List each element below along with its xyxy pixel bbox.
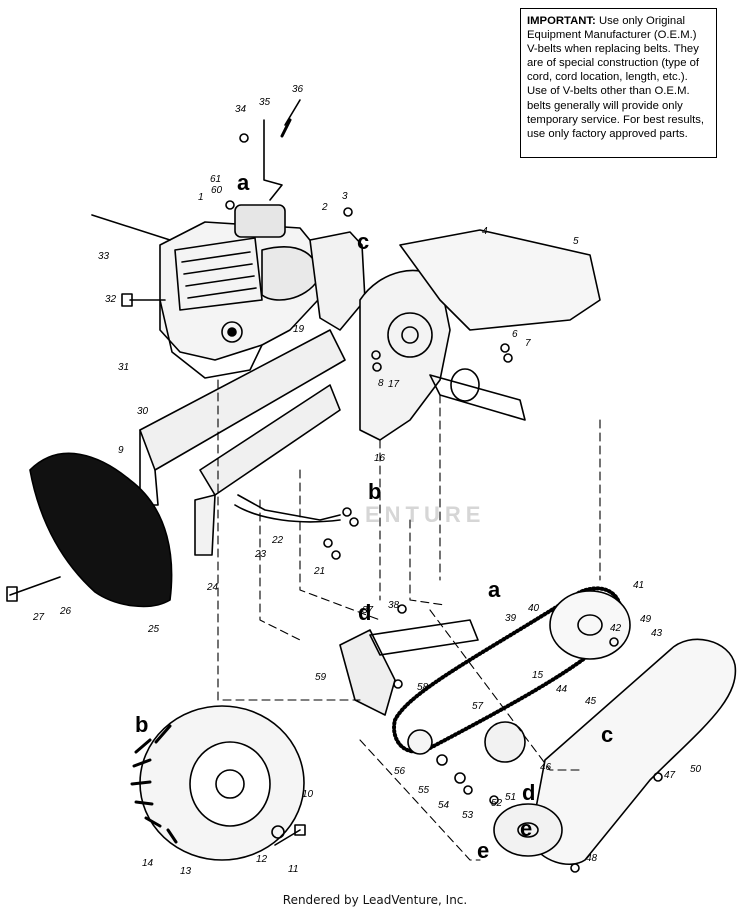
callout: 8 <box>378 378 384 389</box>
ref-letter-d: d <box>522 780 535 805</box>
ref-letter-c: c <box>601 722 613 747</box>
tine-shield <box>29 452 173 608</box>
callout: 23 <box>254 549 267 560</box>
ref-letter-b: b <box>135 712 148 737</box>
transmission-housing <box>359 229 601 441</box>
callout: 24 <box>206 582 219 593</box>
callout: 32 <box>105 294 117 305</box>
callout: 60 <box>211 185 223 196</box>
callout: 16 <box>374 453 386 464</box>
callout: 45 <box>585 696 597 707</box>
callout: 53 <box>462 810 474 821</box>
callout: 42 <box>610 623 622 634</box>
engine <box>159 204 319 379</box>
idler-bracket <box>339 629 396 716</box>
frame-assembly <box>139 329 346 556</box>
callout: 57 <box>472 701 484 712</box>
reference-letters: a a b b c c d d e e <box>135 170 613 863</box>
callout: 35 <box>259 97 271 108</box>
ref-letter-b: b <box>368 479 381 504</box>
render-credit: Rendered by LeadVenture, Inc. <box>282 893 468 907</box>
ref-letter-a: a <box>488 577 501 602</box>
callout: 41 <box>633 580 644 591</box>
callout: 12 <box>256 854 268 865</box>
watermark: ENTURE <box>365 502 486 527</box>
callout: 6 <box>512 329 518 340</box>
callout: 15 <box>532 670 544 681</box>
callout: 40 <box>528 603 540 614</box>
callout: 13 <box>180 866 192 877</box>
callout: 36 <box>292 84 304 95</box>
callout: 27 <box>32 612 45 623</box>
notice-heading: IMPORTANT: <box>527 15 596 27</box>
callout: 19 <box>293 324 305 335</box>
belt-guard <box>529 638 737 865</box>
callout: 30 <box>137 406 149 417</box>
callout: 10 <box>302 789 314 800</box>
ref-letter-d: d <box>358 600 371 625</box>
callout: 56 <box>394 766 406 777</box>
notice-body: Use only Original Equipment Manufacturer… <box>527 15 705 140</box>
ref-letter-e: e <box>477 838 489 863</box>
small-hardware <box>225 133 663 873</box>
callout: 3 <box>342 191 348 202</box>
ref-letter-c: c <box>357 229 369 254</box>
callout: 48 <box>586 853 598 864</box>
callout: 49 <box>640 614 652 625</box>
callout: 58 <box>417 682 429 693</box>
wheel <box>130 705 305 861</box>
callout: 37 <box>362 605 374 616</box>
callout: 5 <box>573 236 579 247</box>
callout: 33 <box>98 251 110 262</box>
callout: 26 <box>59 606 72 617</box>
callout: 2 <box>321 202 328 213</box>
callout: 51 <box>505 792 516 803</box>
callout: 34 <box>235 104 247 115</box>
callout: 39 <box>505 613 517 624</box>
important-notice: IMPORTANT: Use only Original Equipment M… <box>520 8 717 158</box>
callout: 14 <box>142 858 154 869</box>
callout: 59 <box>315 672 327 683</box>
lower-pulley <box>493 803 563 857</box>
alignment-lines <box>217 379 601 861</box>
callout: 11 <box>288 864 298 875</box>
callout: 54 <box>438 800 450 811</box>
callout: 50 <box>690 764 702 775</box>
callout: 55 <box>418 785 430 796</box>
callout: 61 <box>210 174 221 185</box>
ref-letter-e: e <box>520 816 532 841</box>
callout: 38 <box>388 600 400 611</box>
callout: 52 <box>491 798 503 809</box>
callout: 4 <box>482 226 488 237</box>
ref-letter-a: a <box>237 170 250 195</box>
callout: 22 <box>271 535 284 546</box>
fasteners <box>6 214 306 846</box>
callout: 7 <box>525 338 531 349</box>
callout: 17 <box>388 379 400 390</box>
callout: 9 <box>118 445 124 456</box>
callout-labels: 1 2 3 4 5 6 7 8 9 10 11 12 13 14 15 16 1… <box>32 84 702 877</box>
callout: 1 <box>198 192 204 203</box>
callout: 47 <box>664 770 676 781</box>
callout: 31 <box>118 362 129 373</box>
callout: 46 <box>540 762 552 773</box>
callout: 44 <box>556 684 568 695</box>
callout: 25 <box>147 624 160 635</box>
callout: 43 <box>651 628 663 639</box>
callout: 21 <box>313 566 325 577</box>
